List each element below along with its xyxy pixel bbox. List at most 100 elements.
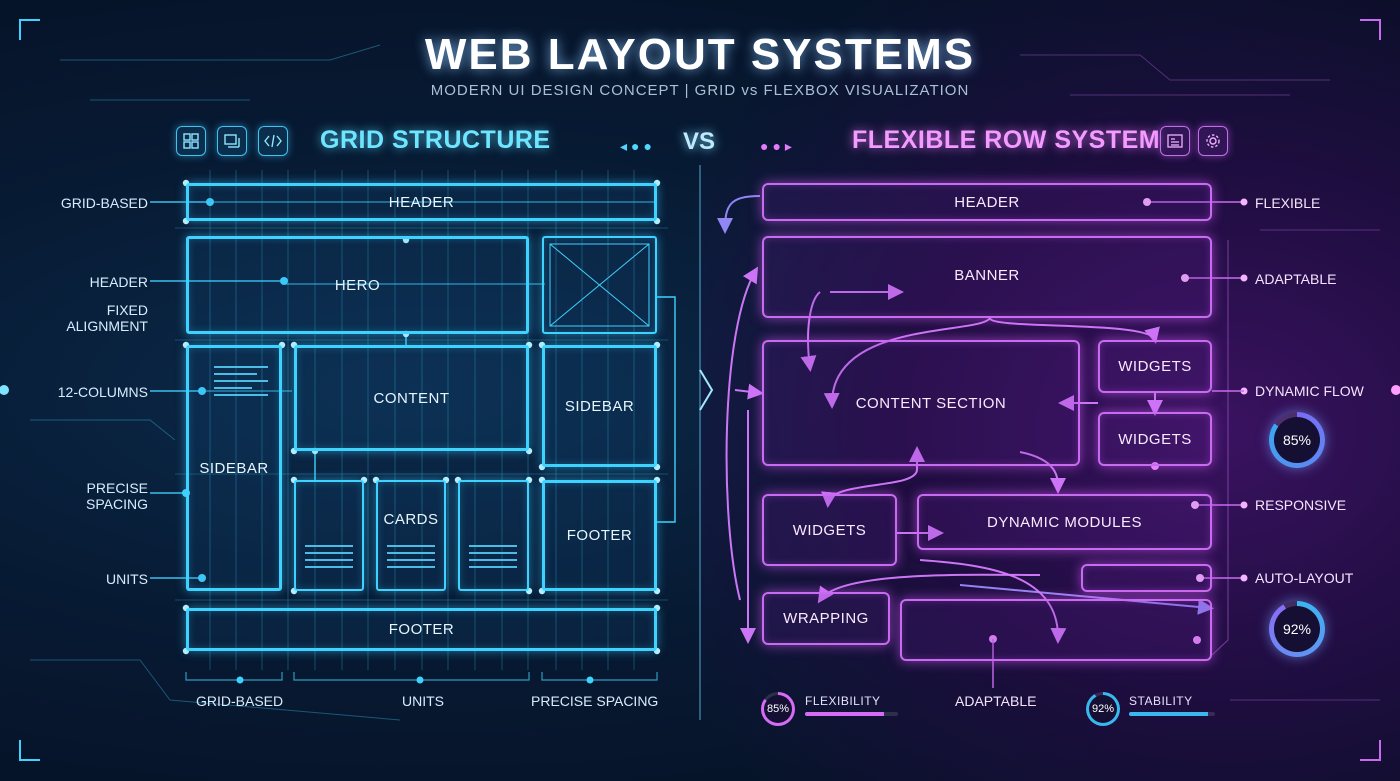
flexibility-ring: 85% — [761, 692, 795, 726]
grid-bottom-dot — [586, 676, 594, 684]
flex-banner-label: BANNER — [954, 266, 1020, 284]
list-icon[interactable] — [1160, 126, 1190, 156]
flex-node-dot — [1193, 636, 1201, 644]
label-adaptable: ADAPTABLE — [1255, 271, 1337, 287]
flexibility-meter — [805, 712, 898, 716]
flex-header-block[interactable]: HEADER — [762, 183, 1212, 221]
grid-header-label: HEADER — [388, 193, 455, 211]
grid-sidebar-right-label: SIDEBAR — [564, 397, 635, 415]
grid-image-placeholder — [542, 236, 657, 334]
flex-wrapping-block[interactable]: WRAPPING — [762, 592, 890, 645]
label-grid-based: GRID-BASED — [60, 195, 148, 211]
edge-glow-dot — [1391, 385, 1400, 395]
grid-footer-right-block[interactable]: FOOTER — [542, 480, 657, 591]
grid-connector-dot — [280, 277, 288, 285]
flexibility-value: 85% — [766, 703, 790, 715]
flex-content-section-block[interactable]: CONTENT SECTION — [762, 340, 1080, 466]
flow-arrow — [823, 317, 991, 409]
flex-connector-dot — [1240, 501, 1248, 509]
card-1-text-lines — [305, 545, 353, 573]
flex-content-section-label: CONTENT SECTION — [855, 394, 1007, 412]
grid-connector-dot — [198, 574, 206, 582]
grid-content-label: CONTENT — [373, 389, 450, 407]
flow-arrow — [734, 383, 764, 400]
flex-wide-module-block[interactable] — [900, 599, 1212, 661]
bottom-label-units: UNITS — [402, 693, 444, 709]
grid-sidebar-left-label: SIDEBAR — [199, 459, 269, 477]
grid-icon[interactable] — [176, 126, 206, 156]
corner-bracket — [1360, 740, 1381, 761]
label-precise-spacing: PRECISE SPACING — [86, 480, 148, 512]
flex-small-module-block[interactable] — [1081, 564, 1212, 592]
label-dynamic-flow: DYNAMIC FLOW — [1255, 383, 1364, 399]
flow-arrow — [989, 317, 1160, 344]
grid-card-1[interactable] — [294, 480, 364, 591]
circuit-trace — [1020, 54, 1330, 81]
flexibility-meter-fill — [805, 712, 885, 716]
flow-arrow — [959, 584, 1214, 615]
auto-layout-ring-value: 92% — [1282, 621, 1312, 637]
flex-connector-dot — [1181, 274, 1189, 282]
flex-widgets-left-block[interactable]: WIDGETS — [762, 494, 897, 566]
flex-widgets-top-block[interactable]: WIDGETS — [1098, 340, 1212, 393]
flex-dynamic-modules-block[interactable]: DYNAMIC MODULES — [917, 494, 1212, 550]
flex-widgets-mid-block[interactable]: WIDGETS — [1098, 412, 1212, 466]
sidebar-text-lines — [214, 366, 268, 401]
card-3-text-lines — [469, 545, 517, 573]
image-placeholder-icon — [549, 243, 650, 327]
card-2-text-lines — [387, 545, 435, 573]
flow-arrow — [821, 469, 918, 508]
flow-arrow — [800, 291, 821, 372]
flex-right-rail — [1211, 240, 1229, 656]
grid-bottom-dot — [416, 676, 424, 684]
flex-widgets-mid-label: WIDGETS — [1118, 430, 1192, 448]
grid-header-block[interactable]: HEADER — [186, 183, 657, 221]
circuit-trace — [60, 44, 381, 61]
flow-arrow — [1019, 451, 1067, 494]
flow-arrow — [817, 573, 1041, 604]
flex-wrapping-label: WRAPPING — [783, 610, 869, 627]
grid-footer-block[interactable]: FOOTER — [186, 608, 657, 651]
label-responsive: RESPONSIVE — [1255, 497, 1347, 513]
label-12-columns: 12-COLUMNS — [57, 384, 148, 400]
auto-layout-ring: 92% — [1269, 601, 1325, 657]
grid-card-3[interactable] — [458, 480, 529, 591]
flex-heading: FLEXIBLE ROW SYSTEM — [852, 126, 1161, 154]
flex-banner-block[interactable]: BANNER — [762, 236, 1212, 318]
flex-connector-dot — [1191, 501, 1199, 509]
label-flexible: FLEXIBLE — [1255, 195, 1321, 211]
bottom-label-grid-based: GRID-BASED — [196, 693, 284, 709]
grid-footer-label: FOOTER — [388, 621, 455, 638]
flex-connector-dot — [1240, 574, 1248, 582]
circuit-trace — [30, 659, 401, 721]
grid-card-2[interactable]: CARDS — [376, 480, 446, 591]
flow-arrow — [717, 195, 761, 234]
settings-icon[interactable] — [1198, 126, 1228, 156]
flex-header-label: HEADER — [954, 193, 1020, 211]
vs-dots-right: ●●▸ — [760, 138, 796, 154]
grid-bottom-dot — [236, 676, 244, 684]
edge-glow-dot — [0, 385, 9, 395]
flow-arrow — [919, 559, 1067, 644]
flex-connector-dot — [1143, 198, 1151, 206]
bottom-label-precise-spacing: PRECISE SPACING — [531, 693, 659, 709]
flex-connector-dot — [1240, 198, 1248, 206]
grid-content-block[interactable]: CONTENT — [294, 345, 529, 451]
grid-hero-label: HERO — [334, 276, 381, 294]
grid-bottom-bracket — [293, 672, 530, 681]
stability-label: STABILITY — [1129, 694, 1193, 708]
grid-footer-right-label: FOOTER — [566, 527, 633, 544]
layout-icon[interactable] — [217, 126, 247, 156]
grid-sidebar-right-block[interactable]: SIDEBAR — [542, 345, 657, 467]
grid-bottom-bracket — [541, 672, 658, 681]
flex-widgets-left-label: WIDGETS — [792, 521, 867, 539]
stability-meter-fill — [1129, 712, 1209, 716]
label-units: UNITS — [106, 571, 148, 587]
corner-bracket — [19, 740, 40, 761]
flex-connector-dot — [1240, 274, 1248, 282]
dynamic-flow-ring-value: 85% — [1282, 432, 1312, 448]
grid-hero-block[interactable]: HERO — [186, 236, 529, 334]
stability-meter — [1129, 712, 1215, 716]
code-icon[interactable] — [258, 126, 288, 156]
grid-sidebar-left-block[interactable]: SIDEBAR — [186, 345, 282, 591]
